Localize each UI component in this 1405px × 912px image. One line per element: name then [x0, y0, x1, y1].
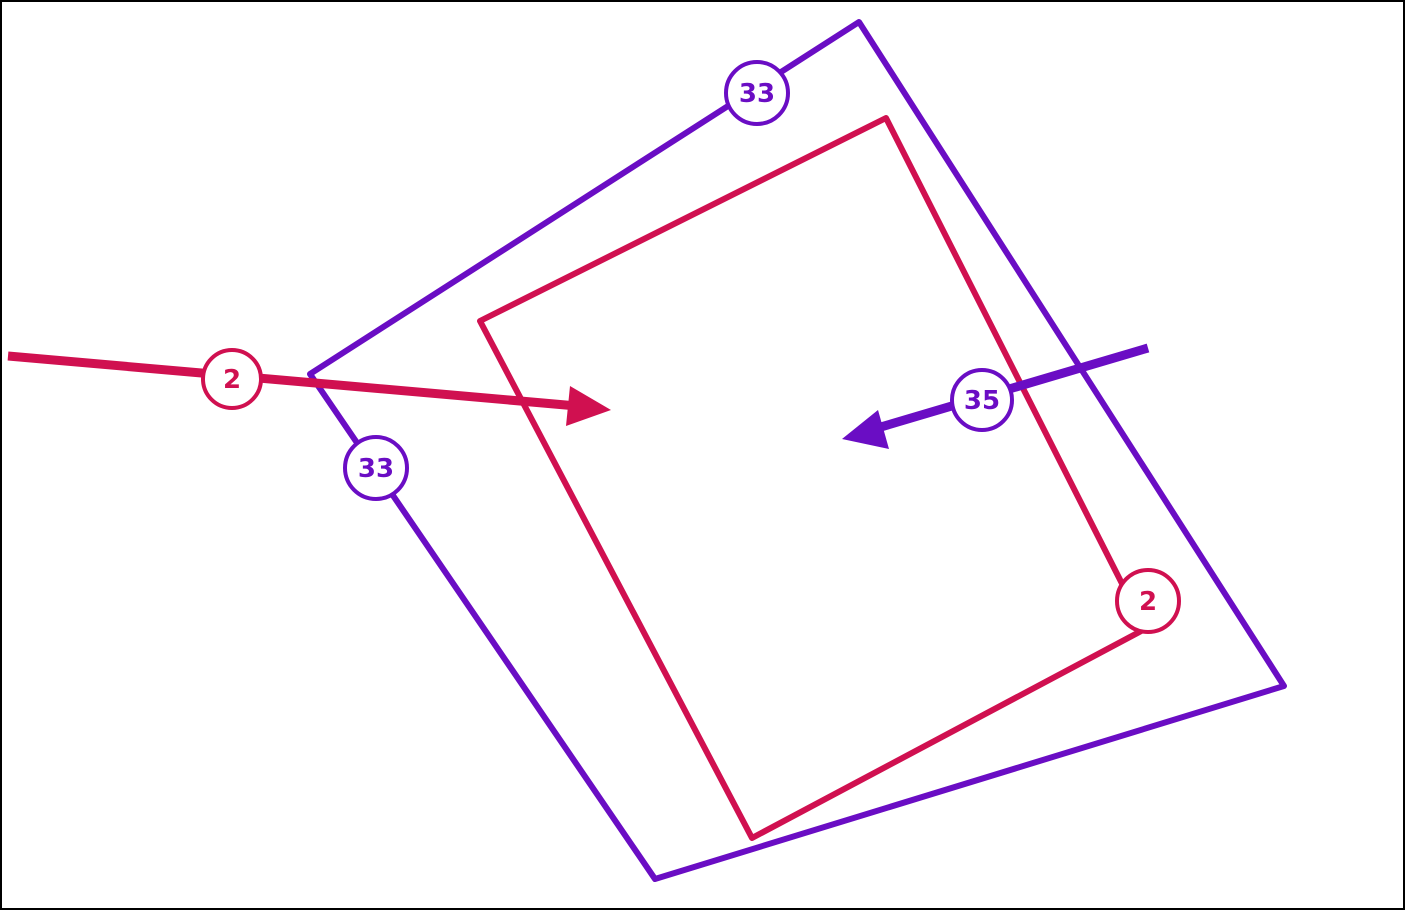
label-outer-left: 33 — [343, 435, 409, 501]
label-outer-top-text: 33 — [739, 79, 775, 109]
label-outer-left-text: 33 — [358, 454, 394, 484]
outer-purple-quad — [307, 19, 1287, 882]
label-red-arrow: 2 — [201, 348, 263, 410]
label-red-arrow-text: 2 — [223, 365, 241, 395]
label-purple-arrow: 35 — [950, 368, 1014, 432]
label-inner-right: 2 — [1115, 568, 1181, 634]
inner-red-quad — [477, 115, 1148, 841]
label-inner-right-text: 2 — [1139, 587, 1157, 617]
label-purple-arrow-text: 35 — [964, 386, 1000, 416]
red-arrow-shaft — [7, 351, 578, 411]
label-outer-top: 33 — [724, 60, 790, 126]
red-arrow — [7, 351, 611, 426]
red-arrow-head — [566, 386, 611, 426]
purple-arrow-head — [842, 410, 889, 449]
